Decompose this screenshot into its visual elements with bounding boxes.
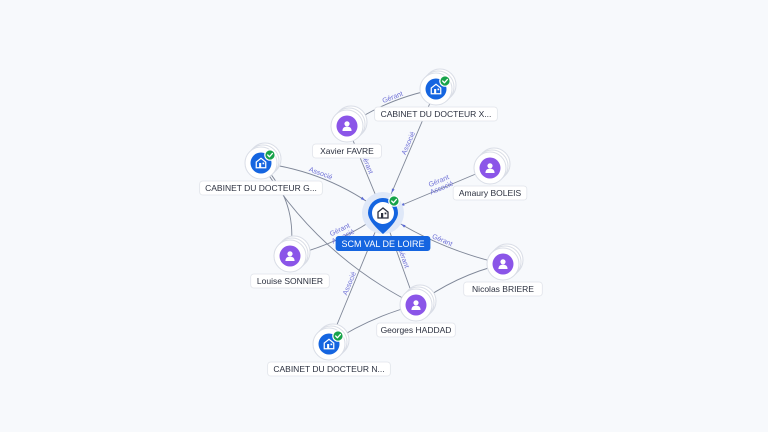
node-cab_x[interactable]: CABINET DU DOCTEUR X... xyxy=(374,68,498,122)
edge-label: Gérant xyxy=(431,233,453,248)
node-label-box xyxy=(312,143,382,159)
node-louise[interactable]: Louise SONNIER xyxy=(250,235,330,289)
building-icon xyxy=(255,157,267,169)
person-icon xyxy=(498,259,508,269)
node-label-box xyxy=(374,106,498,122)
building-icon xyxy=(323,338,335,350)
node-label-georges: Georges HADDAD xyxy=(381,325,452,335)
node-label-xavier: Xavier FAVRE xyxy=(320,146,374,156)
node-label-cab_x: CABINET DU DOCTEUR X... xyxy=(381,109,492,119)
node-xavier[interactable]: Xavier FAVRE xyxy=(312,105,382,159)
node-label-louise: Louise SONNIER xyxy=(257,276,323,286)
node-label-box xyxy=(250,273,330,289)
verified-badge-icon xyxy=(388,195,400,207)
person-icon xyxy=(485,163,495,173)
center-label-box xyxy=(335,236,431,251)
verified-badge-icon xyxy=(264,149,276,161)
node-label-box xyxy=(463,281,543,297)
node-amaury[interactable]: Amaury BOLEIS xyxy=(452,147,528,201)
node-label-box xyxy=(267,361,391,377)
node-label-cab_n: CABINET DU DOCTEUR N... xyxy=(273,364,384,374)
edge-label-text: Gérant xyxy=(382,91,405,105)
building-icon xyxy=(377,207,389,219)
edge-label: Gérant xyxy=(382,91,405,105)
building-icon xyxy=(430,83,442,95)
edge-label-text: Associé xyxy=(342,271,358,296)
node-label-cab_g: CABINET DU DOCTEUR G... xyxy=(205,183,317,193)
person-icon xyxy=(342,121,352,131)
edge-arrow xyxy=(401,224,406,228)
edge-arrow xyxy=(391,188,395,193)
edge-label-text: Gérant xyxy=(431,233,453,248)
node-georges[interactable]: Georges HADDAD xyxy=(376,284,456,338)
edge-label: Associé xyxy=(342,271,358,296)
edge-label: Associé xyxy=(308,166,334,181)
node-label-amaury: Amaury BOLEIS xyxy=(459,188,522,198)
person-icon xyxy=(285,251,295,261)
verified-badge-icon xyxy=(332,330,344,342)
node-label-box xyxy=(376,322,456,338)
node-cab_n[interactable]: CABINET DU DOCTEUR N... xyxy=(267,323,391,377)
node-label-box xyxy=(452,185,528,201)
nodes-layer: CABINET DU DOCTEUR X... Xavier FAVRE CABIN… xyxy=(199,68,543,377)
node-center[interactable]: SCM VAL DE LOIRE xyxy=(335,192,431,251)
node-label-box xyxy=(199,180,323,196)
edge-label-text: Associé xyxy=(308,166,334,181)
edge-label: Associé xyxy=(401,131,417,156)
edge-label-text: Associé xyxy=(401,131,417,156)
person-icon xyxy=(411,300,421,310)
node-label-nicolas: Nicolas BRIERE xyxy=(472,284,534,294)
node-nicolas[interactable]: Nicolas BRIERE xyxy=(463,243,543,297)
node-cab_g[interactable]: CABINET DU DOCTEUR G... xyxy=(199,142,323,196)
edge-arrow xyxy=(360,196,366,201)
verified-badge-icon xyxy=(439,75,451,87)
center-node-label: SCM VAL DE LOIRE xyxy=(341,239,424,249)
